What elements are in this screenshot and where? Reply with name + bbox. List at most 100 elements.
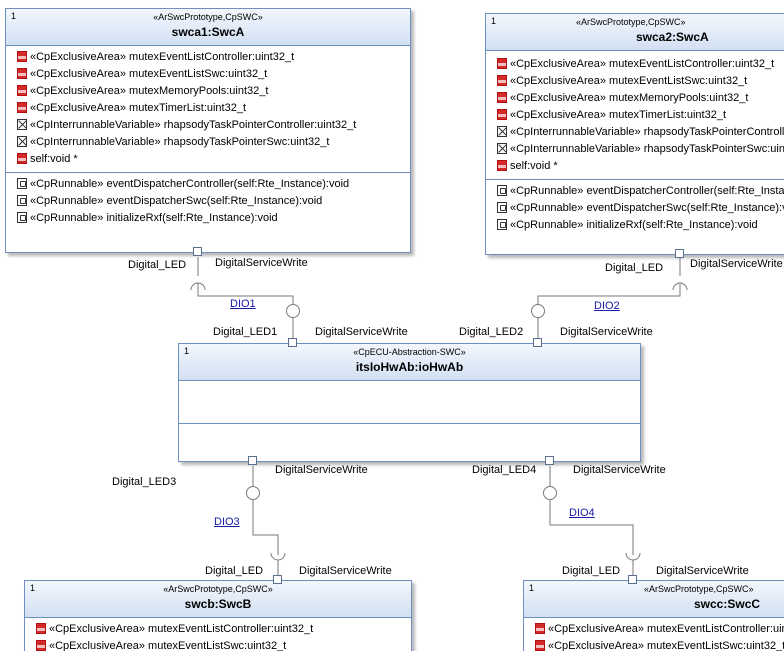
exclusive-area-icon xyxy=(17,68,27,79)
interface-label: DigitalServiceWrite xyxy=(560,326,653,338)
attribute-row[interactable]: self:void * xyxy=(6,151,410,168)
attributes-compartment: «CpExclusiveArea» mutexEventListControll… xyxy=(6,46,410,173)
interface-label: DigitalServiceWrite xyxy=(299,565,392,577)
attribute-row[interactable]: self:void * xyxy=(486,158,784,175)
wire-dio2 xyxy=(537,283,681,304)
multiplicity: 1 xyxy=(491,16,497,26)
lollipop-dio2 xyxy=(531,304,545,318)
port-swcc-digital-led[interactable] xyxy=(628,575,637,584)
connector-dio3[interactable]: DIO3 xyxy=(214,516,240,528)
interrunnable-variable-icon xyxy=(497,126,507,137)
stereotype: «ArSwcPrototype,CpSWC» xyxy=(576,17,686,27)
attribute-row[interactable]: «CpExclusiveArea» mutexEventListSwc:uint… xyxy=(524,638,784,651)
attribute-row[interactable]: «CpInterrunnableVariable» rhapsodyTaskPo… xyxy=(486,141,784,158)
component-header: 1 «ArSwcPrototype,CpSWC» swcb:SwcB xyxy=(25,581,411,618)
component-swca2[interactable]: 1 «ArSwcPrototype,CpSWC» swca2:SwcA «CpE… xyxy=(485,13,784,255)
interface-label: DigitalServiceWrite xyxy=(690,258,783,270)
attribute-row[interactable]: «CpInterrunnableVariable» rhapsodyTaskPo… xyxy=(6,134,410,151)
port-iohwab-digital-led1[interactable] xyxy=(288,338,297,347)
operation-row[interactable]: «CpRunnable» eventDispatcherController(s… xyxy=(486,183,784,200)
exclusive-area-icon xyxy=(17,51,27,62)
attribute-row[interactable]: «CpExclusiveArea» mutexEventListControll… xyxy=(25,621,411,638)
multiplicity: 1 xyxy=(184,346,190,356)
attribute-row[interactable]: «CpExclusiveArea» mutexEventListControll… xyxy=(486,56,784,73)
interrunnable-variable-icon xyxy=(17,119,27,130)
component-header: 1 «ArSwcPrototype,CpSWC» swca2:SwcA xyxy=(486,14,784,51)
runnable-icon xyxy=(497,219,507,230)
port-iohwab-digital-led4[interactable] xyxy=(545,456,554,465)
interface-label: DigitalServiceWrite xyxy=(215,257,308,269)
attribute-row[interactable]: «CpExclusiveArea» mutexTimerList:uint32_… xyxy=(486,107,784,124)
interface-label: DigitalServiceWrite xyxy=(656,565,749,577)
exclusive-area-icon xyxy=(535,623,545,634)
component-header: 1 «CpECU-Abstraction-SWC» itsIoHwAb:ioHw… xyxy=(179,344,640,381)
exclusive-area-icon xyxy=(497,58,507,69)
component-name: itsIoHwAb:ioHwAb xyxy=(355,360,464,374)
port-label: Digital_LED1 xyxy=(213,326,278,338)
attribute-row[interactable]: «CpInterrunnableVariable» rhapsodyTaskPo… xyxy=(486,124,784,141)
attributes-compartment xyxy=(179,381,640,424)
exclusive-area-icon xyxy=(497,75,507,86)
lollipop-dio4 xyxy=(543,486,557,500)
exclusive-area-icon xyxy=(17,85,27,96)
interface-label: DigitalServiceWrite xyxy=(275,464,368,476)
connector-dio4[interactable]: DIO4 xyxy=(569,507,595,519)
exclusive-area-icon xyxy=(36,640,46,651)
operation-row[interactable]: «CpRunnable» eventDispatcherSwc(self:Rte… xyxy=(6,193,410,210)
runnable-icon xyxy=(497,202,507,213)
component-name: swca1:SwcA xyxy=(171,25,245,39)
multiplicity: 1 xyxy=(11,11,17,21)
component-header: 1 «ArSwcPrototype,CpSWC» swcc:SwcC xyxy=(524,581,784,618)
attribute-row[interactable]: «CpExclusiveArea» mutexEventListControll… xyxy=(6,49,410,66)
component-swca1[interactable]: 1 «ArSwcPrototype,CpSWC» swca1:SwcA «CpE… xyxy=(5,8,411,253)
port-swca1-digital-led[interactable] xyxy=(193,247,202,256)
attribute-row[interactable]: «CpInterrunnableVariable» rhapsodyTaskPo… xyxy=(6,117,410,134)
wire-dio1 xyxy=(197,283,294,304)
attribute-icon xyxy=(497,160,507,171)
stereotype: «CpECU-Abstraction-SWC» xyxy=(353,347,466,357)
wire-dio4 xyxy=(549,500,634,555)
component-name: swcb:SwcB xyxy=(184,597,252,611)
runnable-icon xyxy=(17,212,27,223)
attributes-compartment: «CpExclusiveArea» mutexEventListControll… xyxy=(486,51,784,180)
attributes-compartment: «CpExclusiveArea» mutexEventListControll… xyxy=(25,618,411,651)
stereotype: «ArSwcPrototype,CpSWC» xyxy=(644,584,754,594)
component-swcc[interactable]: 1 «ArSwcPrototype,CpSWC» swcc:SwcC «CpEx… xyxy=(523,580,784,651)
runnable-icon xyxy=(17,178,27,189)
component-name: swca2:SwcA xyxy=(636,30,709,44)
port-label: Digital_LED xyxy=(562,565,621,577)
connector-dio2[interactable]: DIO2 xyxy=(594,300,620,312)
port-label: Digital_LED4 xyxy=(472,464,537,476)
component-name: swcc:SwcC xyxy=(694,597,761,611)
attribute-row[interactable]: «CpExclusiveArea» mutexEventListControll… xyxy=(524,621,784,638)
operation-row[interactable]: «CpRunnable» initializeRxf(self:Rte_Inst… xyxy=(486,217,784,234)
runnable-icon xyxy=(17,195,27,206)
operation-row[interactable]: «CpRunnable» eventDispatcherController(s… xyxy=(6,176,410,193)
lollipop-dio1 xyxy=(286,304,300,318)
operation-row[interactable]: «CpRunnable» initializeRxf(self:Rte_Inst… xyxy=(6,210,410,227)
port-swcb-digital-led[interactable] xyxy=(273,575,282,584)
stereotype: «ArSwcPrototype,CpSWC» xyxy=(153,12,263,22)
port-iohwab-digital-led2[interactable] xyxy=(533,338,542,347)
interrunnable-variable-icon xyxy=(17,136,27,147)
stereotype: «ArSwcPrototype,CpSWC» xyxy=(163,584,273,594)
port-swca2-digital-led[interactable] xyxy=(675,249,684,258)
connector-dio1[interactable]: DIO1 xyxy=(230,298,256,310)
operation-row[interactable]: «CpRunnable» eventDispatcherSwc(self:Rte… xyxy=(486,200,784,217)
attribute-row[interactable]: «CpExclusiveArea» mutexMemoryPools:uint3… xyxy=(6,83,410,100)
attribute-row[interactable]: «CpExclusiveArea» mutexTimerList:uint32_… xyxy=(6,100,410,117)
attribute-row[interactable]: «CpExclusiveArea» mutexMemoryPools:uint3… xyxy=(486,90,784,107)
interface-label: DigitalServiceWrite xyxy=(573,464,666,476)
port-iohwab-digital-led3[interactable] xyxy=(248,456,257,465)
multiplicity: 1 xyxy=(529,583,535,593)
attribute-row[interactable]: «CpExclusiveArea» mutexEventListSwc:uint… xyxy=(25,638,411,651)
component-swcb[interactable]: 1 «ArSwcPrototype,CpSWC» swcb:SwcB «CpEx… xyxy=(24,580,412,651)
attribute-row[interactable]: «CpExclusiveArea» mutexEventListSwc:uint… xyxy=(6,66,410,83)
wire-dio3 xyxy=(252,500,279,555)
component-iohwab[interactable]: 1 «CpECU-Abstraction-SWC» itsIoHwAb:ioHw… xyxy=(178,343,641,462)
attribute-row[interactable]: «CpExclusiveArea» mutexEventListSwc:uint… xyxy=(486,73,784,90)
interface-label: DigitalServiceWrite xyxy=(315,326,408,338)
port-label: Digital_LED xyxy=(605,262,664,274)
